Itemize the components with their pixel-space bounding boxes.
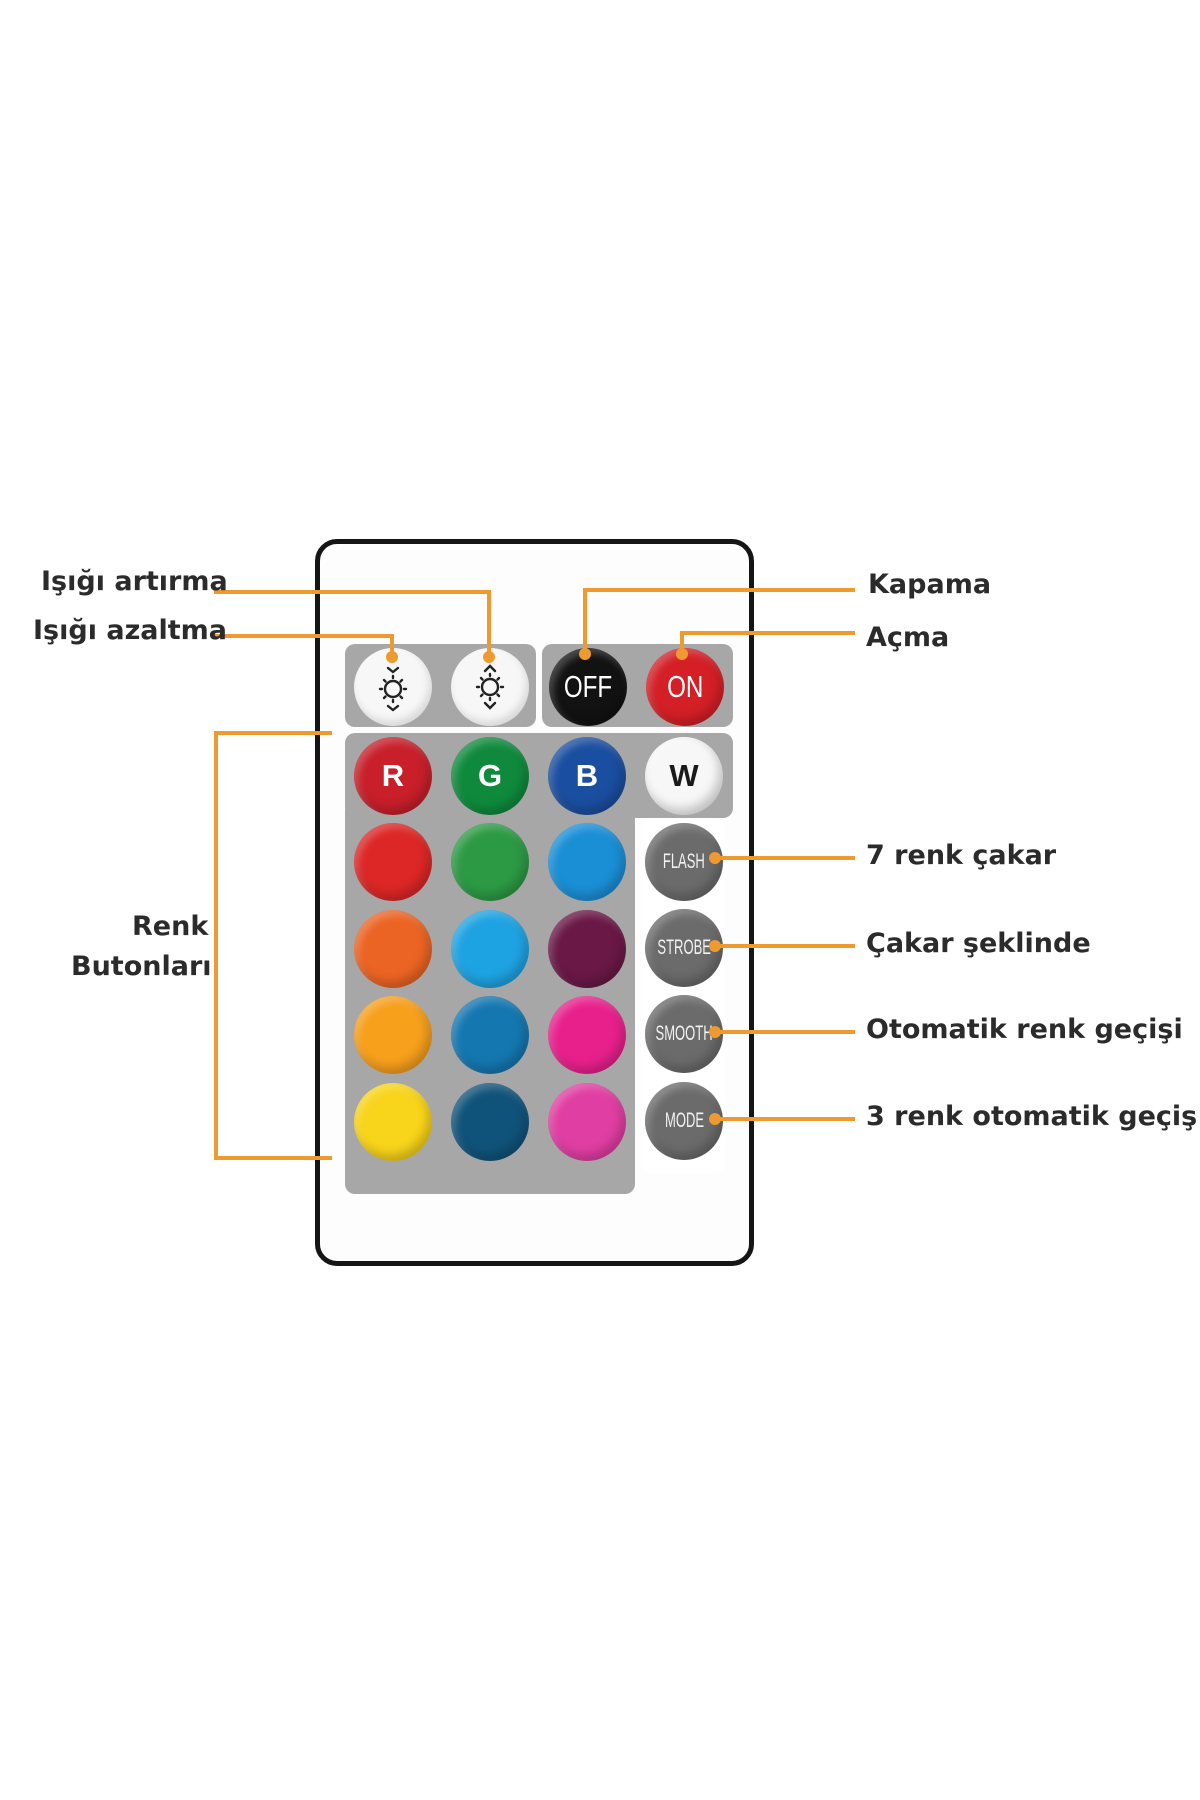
- callout-line-brightness-down-drop: [390, 634, 394, 656]
- strobe-button-label: STROBE: [657, 936, 711, 959]
- brightness-down-icon: [378, 666, 408, 712]
- callout-dot-flash: [709, 852, 721, 864]
- color-button-r2-c2[interactable]: [451, 910, 529, 988]
- callout-line-smooth: [713, 1030, 855, 1034]
- color-button-r1-c1[interactable]: [354, 823, 432, 901]
- callout-dot-brightness-up: [483, 651, 495, 663]
- callout-dot-strobe: [709, 940, 721, 952]
- color-button-r3-c1[interactable]: [354, 996, 432, 1074]
- on-button[interactable]: ON: [646, 648, 724, 726]
- blue-button[interactable]: B: [548, 737, 626, 815]
- label-off: Kapama: [868, 569, 992, 600]
- color-button-r1-c2[interactable]: [451, 823, 529, 901]
- red-button-label: R: [381, 758, 405, 793]
- color-button-r4-c3[interactable]: [548, 1083, 626, 1161]
- brightness-up-icon: [475, 664, 505, 710]
- callout-line-brightness-up: [214, 590, 490, 594]
- callout-line-off-drop: [583, 588, 587, 654]
- callout-dot-mode: [709, 1113, 721, 1125]
- white-button[interactable]: W: [645, 737, 723, 815]
- callout-line-on: [680, 631, 855, 635]
- red-button[interactable]: R: [354, 737, 432, 815]
- smooth-button-label: SMOOTH: [655, 1022, 713, 1045]
- label-flash: 7 renk çakar: [866, 840, 1057, 871]
- label-smooth: Otomatik renk geçişi: [866, 1014, 1183, 1045]
- callout-line-flash: [713, 856, 855, 860]
- green-button-label: G: [477, 758, 503, 793]
- callout-dot-smooth: [709, 1026, 721, 1038]
- white-button-label: W: [669, 758, 699, 793]
- callout-line-brightness-up-drop: [487, 590, 491, 656]
- callout-line-on-drop: [680, 631, 684, 653]
- on-button-label: ON: [666, 669, 704, 704]
- color-button-r2-c3[interactable]: [548, 910, 626, 988]
- color-button-r4-c1[interactable]: [354, 1083, 432, 1161]
- color-buttons-bracket-bottom: [214, 1156, 332, 1160]
- green-button[interactable]: G: [451, 737, 529, 815]
- color-button-r2-c1[interactable]: [354, 910, 432, 988]
- label-mode: 3 renk otomatik geçiş: [866, 1101, 1198, 1132]
- mode-button-label: MODE: [664, 1109, 704, 1132]
- blue-button-label: B: [575, 758, 599, 793]
- label-color-buttons-line1: Renk: [132, 911, 209, 942]
- callout-line-mode: [713, 1117, 855, 1121]
- color-button-r1-c3[interactable]: [548, 823, 626, 901]
- off-button[interactable]: OFF: [549, 648, 627, 726]
- color-button-r3-c3[interactable]: [548, 996, 626, 1074]
- label-on: Açma: [866, 622, 950, 653]
- label-strobe: Çakar şeklinde: [866, 928, 1091, 959]
- flash-button-label: FLASH: [663, 850, 705, 873]
- callout-line-brightness-down: [214, 634, 393, 638]
- color-button-r3-c2[interactable]: [451, 996, 529, 1074]
- callout-line-strobe: [713, 944, 855, 948]
- color-buttons-bracket-side: [214, 731, 218, 1160]
- label-brightness-down: Işığı azaltma: [33, 615, 228, 646]
- callout-dot-on: [676, 648, 688, 660]
- off-button-label: OFF: [563, 669, 613, 704]
- color-buttons-bracket-top: [214, 731, 332, 735]
- label-brightness-up: Işığı artırma: [41, 566, 228, 597]
- callout-dot-off: [579, 648, 591, 660]
- color-button-r4-c2[interactable]: [451, 1083, 529, 1161]
- callout-line-off: [583, 588, 855, 592]
- label-color-buttons-line2: Butonları: [71, 951, 212, 982]
- callout-dot-brightness-down: [386, 651, 398, 663]
